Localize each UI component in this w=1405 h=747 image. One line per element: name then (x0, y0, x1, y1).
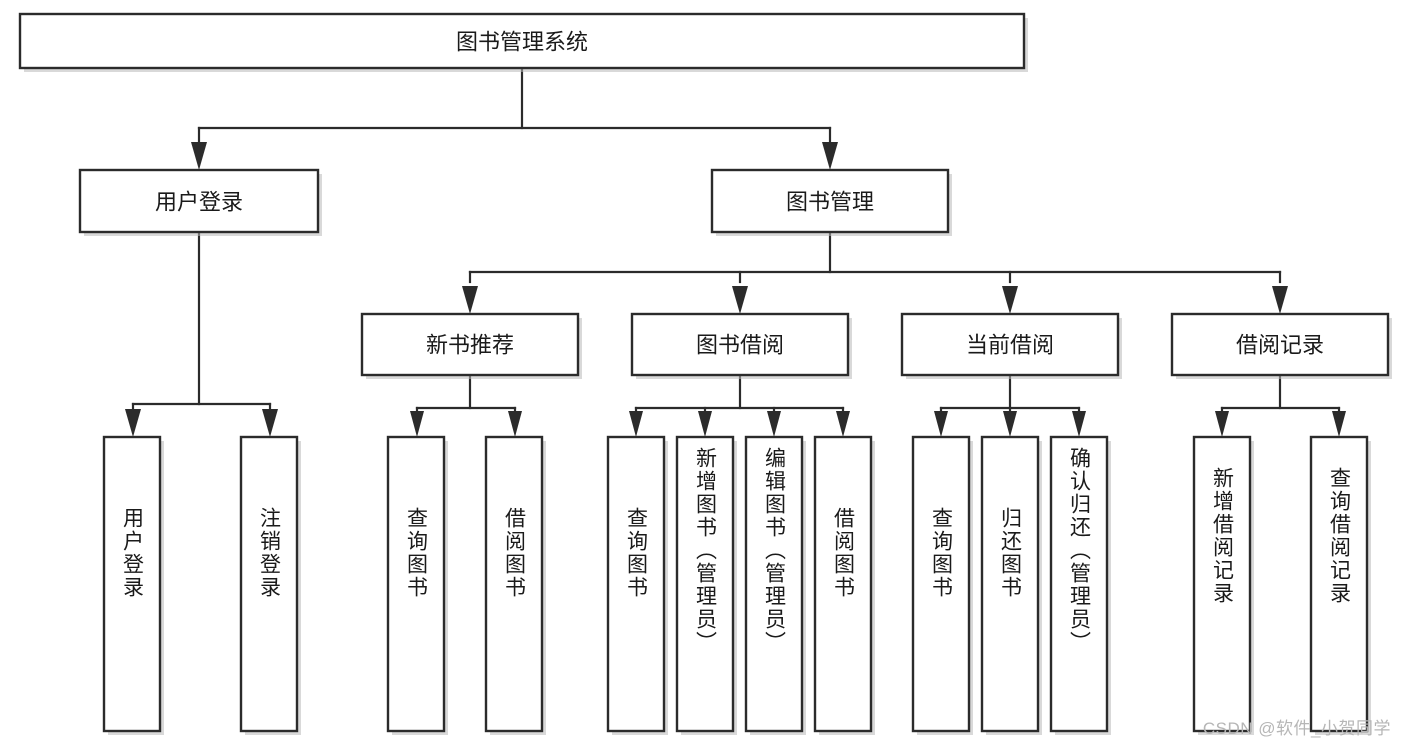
leaf-node-currentborrow-confirm[interactable] (1049, 435, 1111, 735)
borrow-record-box (1170, 312, 1390, 377)
arrowhead-leaf-user-login (125, 409, 141, 437)
leaf-node-currentborrow-query[interactable] (911, 435, 973, 735)
arrowhead-borrowrecord-leaf-2 (1332, 411, 1346, 437)
arrowhead-leaf-logout (262, 409, 278, 437)
new-book-recommend-box (360, 312, 580, 377)
arrowhead-book-borrow (732, 286, 748, 314)
user-login-label: 用户登录 (155, 190, 243, 215)
leaf-node-newbook-query[interactable] (386, 435, 448, 735)
node-user-login[interactable]: 用户登录 (78, 168, 322, 236)
arrowhead-currentborrow-leaf-3 (1072, 411, 1086, 437)
leaf-node-bookborrow-edit[interactable] (744, 435, 806, 735)
connector-layer (125, 66, 1346, 437)
arrowhead-borrow-record (1272, 286, 1288, 314)
root-box (18, 12, 1026, 70)
arrowhead-new-book-recommend (462, 286, 478, 314)
book-manage-box (710, 168, 950, 234)
node-current-borrow[interactable]: 当前借阅 (900, 312, 1122, 379)
leaf-newbook-borrow-box (484, 435, 544, 733)
leaf-user-login-box (102, 435, 162, 733)
node-root[interactable]: 图书管理系统 (18, 12, 1028, 72)
leaf-node-logout[interactable] (239, 435, 301, 735)
leaf-node-bookborrow-query[interactable] (606, 435, 668, 735)
leaf-node-newbook-borrow[interactable] (484, 435, 546, 735)
arrowhead-newbook-leaf-2 (508, 411, 522, 437)
leaf-node-bookborrow-add[interactable] (675, 435, 737, 735)
arrowhead-bookborrow-leaf-1 (629, 411, 643, 437)
leaf-currentborrow-return-box (980, 435, 1040, 733)
leaf-borrowrecord-add-box (1192, 435, 1252, 733)
leaf-node-user-login[interactable] (102, 435, 164, 735)
user-login-box (78, 168, 320, 234)
leaf-bookborrow-edit-box (744, 435, 804, 733)
leaf-node-borrowrecord-query[interactable] (1309, 435, 1371, 735)
arrowhead-book-manage (822, 142, 838, 170)
arrowhead-currentborrow-leaf-1 (934, 411, 948, 437)
leaf-currentborrow-confirm-box (1049, 435, 1109, 733)
arrowhead-bookborrow-leaf-3 (767, 411, 781, 437)
arrowhead-currentborrow-leaf-2 (1003, 411, 1017, 437)
current-borrow-label: 当前借阅 (966, 333, 1054, 358)
leaf-logout-box (239, 435, 299, 733)
root-label: 图书管理系统 (456, 30, 588, 55)
new-book-recommend-label: 新书推荐 (426, 333, 514, 358)
arrowhead-borrowrecord-leaf-1 (1215, 411, 1229, 437)
leaf-node-bookborrow-borrow[interactable] (813, 435, 875, 735)
borrow-record-label: 借阅记录 (1236, 333, 1324, 358)
node-new-book-recommend[interactable]: 新书推荐 (360, 312, 582, 379)
leaf-borrowrecord-query-box (1309, 435, 1369, 733)
node-borrow-record[interactable]: 借阅记录 (1170, 312, 1392, 379)
leaf-node-borrowrecord-add[interactable] (1192, 435, 1254, 735)
book-manage-label: 图书管理 (786, 190, 874, 215)
leaf-bookborrow-borrow-box (813, 435, 873, 733)
leaf-bookborrow-query-box (606, 435, 666, 733)
arrowhead-user-login (191, 142, 207, 170)
arrowhead-bookborrow-leaf-2 (698, 411, 712, 437)
leaf-newbook-query-box (386, 435, 446, 733)
node-book-borrow[interactable]: 图书借阅 (630, 312, 852, 379)
current-borrow-box (900, 312, 1120, 377)
leaf-currentborrow-query-box (911, 435, 971, 733)
arrowhead-bookborrow-leaf-4 (836, 411, 850, 437)
node-book-manage[interactable]: 图书管理 (710, 168, 952, 236)
leaf-bookborrow-add-box (675, 435, 735, 733)
book-borrow-box (630, 312, 850, 377)
arrowhead-newbook-leaf-1 (410, 411, 424, 437)
arrowhead-current-borrow (1002, 286, 1018, 314)
book-borrow-label: 图书借阅 (696, 333, 784, 358)
leaf-node-currentborrow-return[interactable] (980, 435, 1042, 735)
